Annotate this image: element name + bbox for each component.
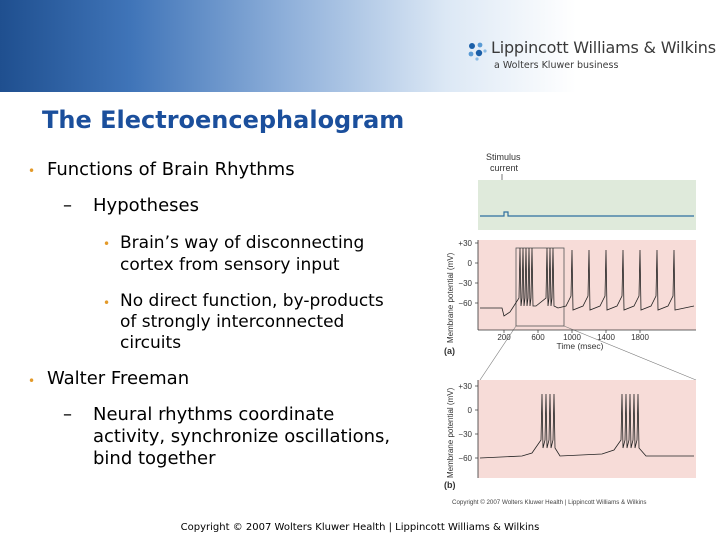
bullet-dot-icon: • bbox=[28, 164, 36, 178]
stimulus-label-line-2: current bbox=[490, 163, 519, 173]
subbullet-no-function-line-2: of strongly interconnected bbox=[120, 312, 345, 332]
dash-icon: – bbox=[63, 404, 72, 425]
panel-a-background bbox=[478, 240, 696, 330]
zoom-box bbox=[515, 247, 565, 327]
logo-mark-icon bbox=[468, 42, 487, 61]
panel-b-yticks: +30 0 −30 −60 bbox=[458, 382, 478, 463]
logo-name: Lippincott Williams & Wilkins bbox=[491, 38, 716, 57]
panel-a-label: (a) bbox=[444, 346, 455, 356]
subbullet-disconnecting-line-2: cortex from sensory input bbox=[120, 255, 340, 275]
subitem-neural-rhythms-line-2: activity, synchronize oscillations, bbox=[93, 426, 391, 447]
logo-tagline: a Wolters Kluwer business bbox=[494, 60, 619, 71]
panel-a-trace bbox=[480, 247, 695, 317]
bullet-dot-icon: • bbox=[103, 237, 111, 251]
stimulus-panel bbox=[478, 180, 696, 230]
bullet-dot-icon: • bbox=[103, 296, 111, 310]
panel-a-yticks: +30 0 −30 −60 bbox=[458, 239, 478, 308]
panel-b-background bbox=[478, 380, 696, 478]
bullet-dot-icon: • bbox=[28, 374, 36, 388]
panel-a-xtick-label: 200 bbox=[497, 333, 511, 342]
zoom-line-left bbox=[479, 325, 517, 381]
subitem-neural-rhythms-line-1: Neural rhythms coordinate bbox=[93, 404, 335, 425]
figure-copyright: Copyright © 2007 Wolters Kluwer Health |… bbox=[452, 499, 647, 506]
subitem-neural-rhythms-line-3: bind together bbox=[93, 448, 216, 469]
membrane-potential-figure: Stimulus current Membrane potential (mV)… bbox=[444, 152, 697, 506]
page-title: The Electroencephalogram bbox=[42, 106, 405, 134]
panel-a-xtick-label: 600 bbox=[531, 333, 545, 342]
panel-a-ytick-label: +30 bbox=[458, 239, 472, 248]
panel-b-ylabel: Membrane potential (mV) bbox=[446, 387, 455, 478]
dash-icon: – bbox=[63, 195, 72, 216]
panel-b-label: (b) bbox=[444, 480, 456, 490]
header-band bbox=[0, 0, 720, 92]
panel-b-ytick-label: −30 bbox=[458, 430, 472, 439]
subbullet-disconnecting-line-1: Brain’s way of disconnecting bbox=[120, 233, 365, 253]
subbullet-no-function-line-3: circuits bbox=[120, 333, 182, 353]
stimulus-trace bbox=[480, 211, 694, 217]
panel-a-ylabel: Membrane potential (mV) bbox=[446, 252, 455, 343]
panel-a-ytick-label: 0 bbox=[468, 259, 473, 268]
subbullet-no-function-line-1: No direct function, by-products bbox=[120, 291, 384, 311]
panel-a-ytick-label: −30 bbox=[458, 279, 472, 288]
panel-a-xtick-label: 1800 bbox=[631, 333, 649, 342]
panel-a-xtick-label: 1400 bbox=[597, 333, 615, 342]
panel-a-ytick-label: −60 bbox=[458, 299, 472, 308]
panel-b-ytick-label: −60 bbox=[458, 454, 472, 463]
panel-b-trace bbox=[479, 393, 694, 459]
footer-copyright: Copyright © 2007 Wolters Kluwer Health |… bbox=[180, 522, 540, 533]
panel-a-xlabel: Time (msec) bbox=[557, 341, 604, 351]
subitem-hypotheses: Hypotheses bbox=[93, 195, 199, 216]
bullet-walter-freeman: Walter Freeman bbox=[47, 368, 190, 389]
stimulus-label-line-1: Stimulus bbox=[486, 152, 521, 162]
panel-b-ytick-label: 0 bbox=[468, 406, 473, 415]
panel-a-xticks: 200 600 1000 1400 1800 bbox=[497, 330, 649, 342]
bullet-functions-of-brain-rhythms: Functions of Brain Rhythms bbox=[47, 159, 295, 180]
zoom-line-right bbox=[563, 325, 697, 381]
panel-a-xtick-label: 1000 bbox=[563, 333, 581, 342]
panel-b-ytick-label: +30 bbox=[458, 382, 472, 391]
